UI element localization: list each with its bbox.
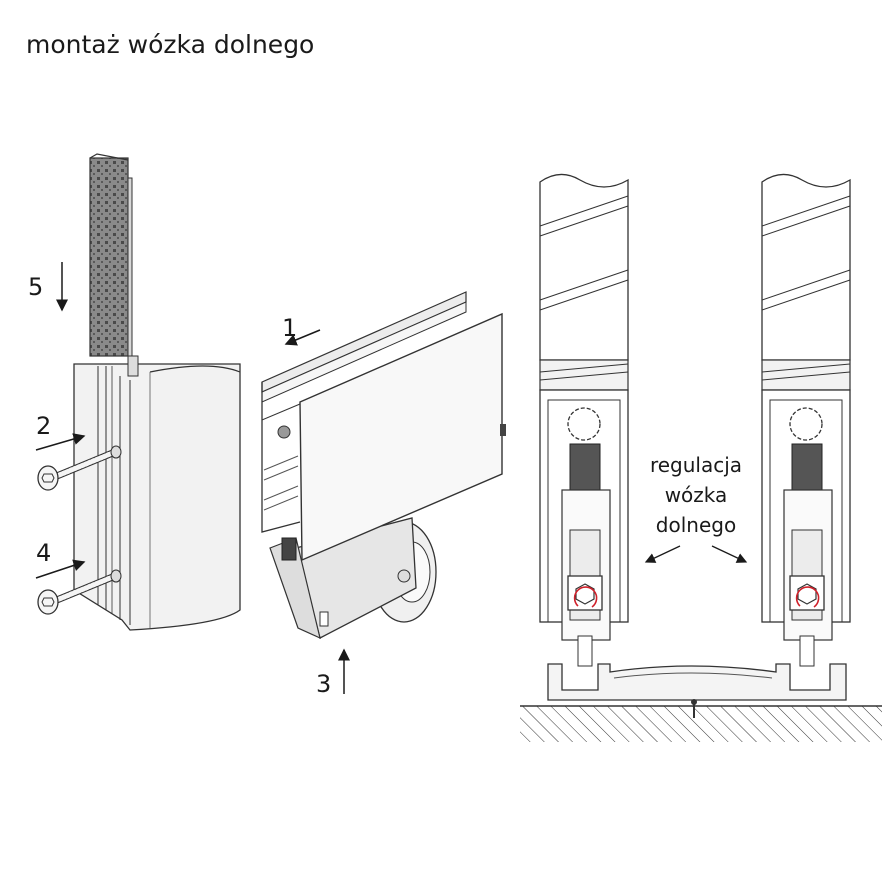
door-section-left <box>539 173 629 667</box>
regulation-label-line1: regulacja <box>650 453 742 477</box>
step-4-arrow <box>35 559 86 579</box>
regulation-callout: regulacja wózka dolnego <box>644 453 748 563</box>
step-2-label: 2 <box>36 412 51 440</box>
vertical-profile <box>73 355 241 631</box>
page-title: montaż wózka dolnego <box>26 30 315 59</box>
screw-upper <box>37 445 122 491</box>
end-profile-assembly: 5 2 4 <box>28 153 241 631</box>
regulation-label-line3: dolnego <box>656 513 736 537</box>
regulation-label-line2: wózka <box>665 483 728 507</box>
screw-lower <box>37 569 122 615</box>
regulation-arrow-left <box>644 545 681 563</box>
horizontal-rail-profile <box>261 291 467 533</box>
cover-plate <box>299 312 503 562</box>
step-2-arrow <box>35 433 86 451</box>
bottom-rail-assembly: 1 3 <box>261 291 506 698</box>
bottom-track <box>547 663 847 718</box>
step-4-label: 4 <box>36 539 51 567</box>
step-3-label: 3 <box>316 670 331 698</box>
door-section-right <box>761 173 851 667</box>
step-5-label: 5 <box>28 273 43 301</box>
step-1-label: 1 <box>282 314 297 342</box>
step-1-arrow <box>284 329 321 346</box>
regulation-arrow-right <box>711 545 748 563</box>
brush-seal <box>89 153 133 357</box>
floor-section <box>520 705 882 742</box>
